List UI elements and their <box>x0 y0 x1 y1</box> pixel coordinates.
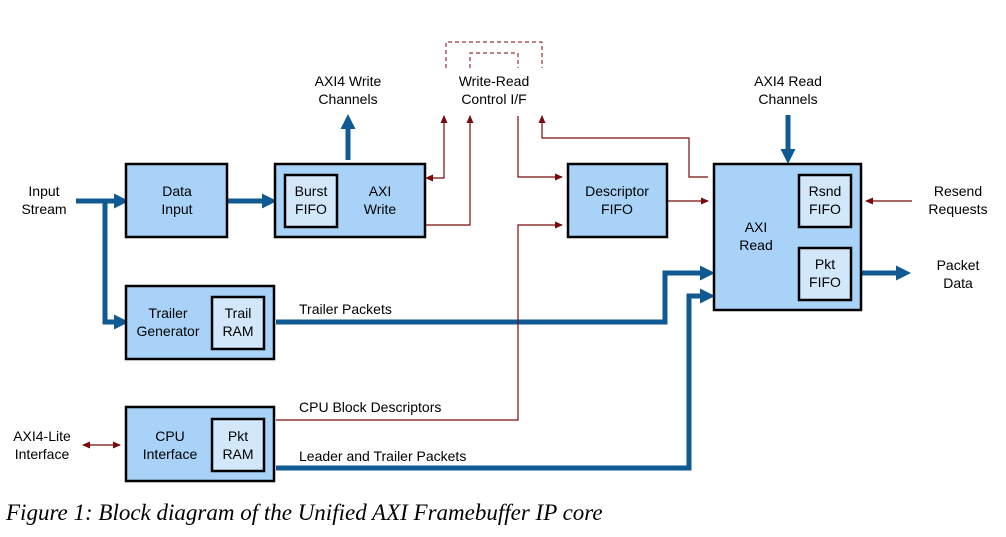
pkt-fifo-block <box>797 246 853 302</box>
data-input-label-1: Data <box>162 183 192 199</box>
resend-requests-label-2: Requests <box>928 201 987 217</box>
leader-trailer-packets-label: Leader and Trailer Packets <box>299 448 466 464</box>
axi-read-label-1: AXI <box>745 219 768 235</box>
data-buses <box>76 113 912 471</box>
packet-data-label-2: Data <box>943 275 973 291</box>
pkt-fifo-label-2: FIFO <box>809 274 841 290</box>
axi4-read-channels-label-1: AXI4 Read <box>754 73 822 89</box>
axi4-write-channels-label-2: Channels <box>318 91 377 107</box>
burst-fifo-block <box>283 173 339 229</box>
rsnd-fifo-label-1: Rsnd <box>809 183 842 199</box>
cpu-interface-block: CPU Interface Pkt RAM <box>124 405 276 483</box>
cpu-interface-label-2: Interface <box>143 446 198 462</box>
axi-read-to-control-arrow <box>538 115 708 178</box>
packet-data-label-1: Packet <box>937 257 980 273</box>
trailer-generator-label-1: Trailer <box>148 305 187 321</box>
trailer-generator-label-2: Generator <box>136 323 199 339</box>
external-labels: Input Stream AXI4 Write Channels Write-R… <box>13 73 987 462</box>
axi-write-to-control-arrow <box>425 115 448 182</box>
trail-ram-block <box>210 295 266 351</box>
cpu-descriptors-arrow <box>276 221 563 421</box>
cpu-interface-label-1: CPU <box>155 428 185 444</box>
trail-ram-label-2: RAM <box>222 323 253 339</box>
trailer-generator-block: Trailer Generator Trail RAM <box>124 284 276 361</box>
control-if-inner-dashed <box>469 52 519 68</box>
data-input-label-2: Input <box>161 201 192 217</box>
descriptor-fifo-label-2: FIFO <box>601 201 633 217</box>
cpu-block-descriptors-label: CPU Block Descriptors <box>299 399 441 415</box>
control-to-descriptor-arrow <box>517 116 563 181</box>
axi-read-label-2: Read <box>739 237 772 253</box>
descriptor-fifo-label-1: Descriptor <box>585 183 649 199</box>
figure-caption: Figure 1: Block diagram of the Unified A… <box>5 500 603 525</box>
path-labels: Trailer Packets CPU Block Descriptors Le… <box>299 301 466 464</box>
axi4-lite-interface-label-2: Interface <box>15 446 70 462</box>
axi4-write-channels-label-1: AXI4 Write <box>315 73 382 89</box>
burst-fifo-label-2: FIFO <box>295 201 327 217</box>
trail-ram-label-1: Trail <box>225 305 252 321</box>
input-to-trailer-bus <box>102 201 130 330</box>
axi-write-label-1: AXI <box>369 183 392 199</box>
pkt-fifo-label-1: Pkt <box>815 256 835 272</box>
axi-write-block: Burst FIFO AXI Write <box>273 162 427 239</box>
descriptor-fifo-block: Descriptor FIFO <box>566 162 669 239</box>
axi-write-status-arrow <box>426 115 474 226</box>
input-stream-label-1: Input <box>28 183 59 199</box>
rsnd-fifo-label-2: FIFO <box>809 201 841 217</box>
axi-read-block: AXI Read Rsnd FIFO Pkt FIFO <box>712 162 863 312</box>
axi4-lite-interface-label-1: AXI4-Lite <box>13 428 71 444</box>
rsnd-fifo-block <box>797 173 853 229</box>
trailer-packets-bus <box>276 265 716 325</box>
write-read-control-label-2: Control I/F <box>461 91 526 107</box>
axi4-read-channels-label-2: Channels <box>758 91 817 107</box>
burst-fifo-label-1: Burst <box>295 183 328 199</box>
axi-write-label-2: Write <box>364 201 397 217</box>
trailer-packets-label: Trailer Packets <box>299 301 392 317</box>
leader-trailer-packets-bus <box>276 288 716 471</box>
write-read-control-label-1: Write-Read <box>459 73 530 89</box>
control-if-outer-dashed <box>445 41 543 68</box>
pkt-ram-block <box>210 417 266 473</box>
control-lines <box>82 41 912 449</box>
pkt-ram-label-2: RAM <box>222 446 253 462</box>
data-input-block: Data Input <box>124 162 229 239</box>
resend-requests-label-1: Resend <box>934 183 982 199</box>
input-stream-label-2: Stream <box>21 201 66 217</box>
pkt-ram-label-1: Pkt <box>228 428 248 444</box>
